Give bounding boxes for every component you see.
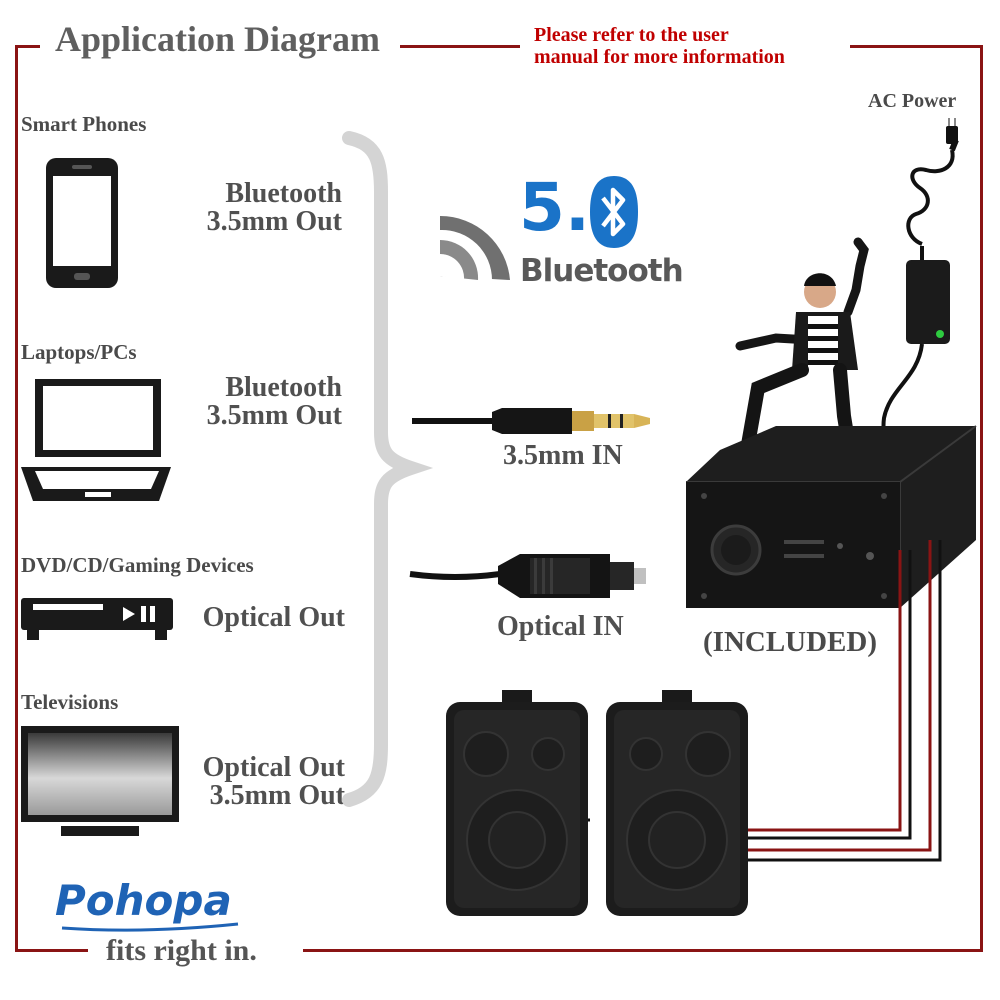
brand-logo: Pohopa [55, 876, 232, 925]
bluetooth-icon [590, 176, 638, 248]
power-adapter-icon [881, 118, 959, 519]
left-speaker-image [446, 690, 588, 916]
wireless-waves-icon [440, 215, 510, 280]
smartphone-icon [46, 158, 118, 288]
laptop-outputs: Bluetooth 3.5mm Out [206, 372, 342, 431]
speaker-wires [580, 540, 942, 862]
dvd-player-icon [21, 598, 173, 640]
optical-cable-icon [409, 554, 646, 598]
dvd-outputs: Optical Out [202, 602, 345, 633]
category-laptops: Laptops/PCs [21, 340, 137, 364]
television-icon [21, 726, 179, 836]
amplifier-image [686, 237, 977, 608]
aux-cable-icon [412, 408, 650, 434]
category-smart-phones: Smart Phones [21, 112, 147, 136]
aux-in-label: 3.5mm IN [503, 440, 623, 471]
optical-in-label: Optical IN [497, 611, 624, 642]
category-dvd: DVD/CD/Gaming Devices [21, 553, 254, 577]
page-title: Application Diagram [55, 19, 381, 59]
manual-notice: Please refer to the user manual for more… [534, 24, 785, 68]
included-label: (INCLUDED) [703, 626, 877, 658]
laptop-icon [21, 379, 171, 501]
category-televisions: Televisions [21, 690, 119, 714]
diagram-frame [15, 45, 983, 952]
bluetooth-label: Bluetooth [520, 253, 684, 289]
grouping-brace [342, 131, 434, 807]
phone-outputs: Bluetooth 3.5mm Out [206, 178, 342, 237]
brand-tagline: fits right in. [96, 934, 267, 968]
brand-swoosh-icon [61, 922, 239, 932]
tv-outputs: Optical Out 3.5mm Out [202, 752, 345, 811]
right-speaker-image [606, 690, 748, 916]
ac-power-label: AC Power [868, 90, 957, 112]
